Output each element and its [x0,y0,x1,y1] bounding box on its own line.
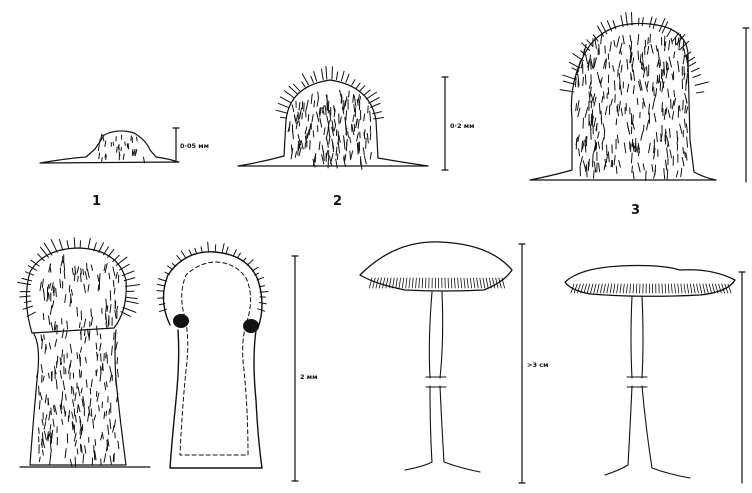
stage-4-scale-label: 2 мм [300,373,317,381]
stage-1-number: 1 [92,194,101,209]
mushroom-1-gills [369,278,504,288]
stage-4-texture [37,255,119,467]
stage-3-texture [575,34,688,180]
stage-2-primordium: 0·2 мм 2 [238,66,474,209]
stage-2-texture [288,90,371,169]
mature-mushroom-2 [565,266,745,484]
stage-4-hairs [18,238,140,317]
mature-mushroom-1: >3 см [360,242,548,483]
gill-primordium-left [173,314,189,328]
stage-1-primordium: 0·05 мм 1 [40,128,209,209]
stage-2-scale-label: 0·2 мм [450,122,474,130]
stage-2-number: 2 [333,194,342,209]
stage-4-exterior [18,238,150,467]
mushroom-2-gills [571,284,731,293]
stage-1-texture [98,134,144,163]
stage-4-section: 2 мм [157,242,318,481]
gill-primordium-right [243,319,259,333]
mature-scale-label: >3 см [527,361,548,369]
stage-1-scale-label: 0·05 мм [180,142,209,150]
stage-3-primordium: 3 [530,12,749,218]
stage-3-number: 3 [631,203,640,218]
